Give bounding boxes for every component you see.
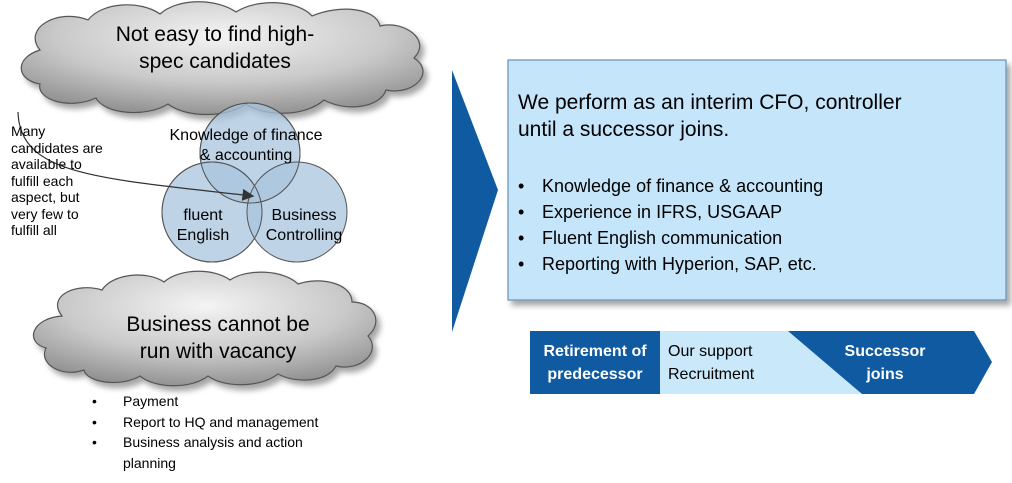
side-note-line: fulfill each (11, 172, 74, 189)
bottom-cloud-line2: run with vacancy (139, 340, 297, 363)
solution-heading-line2: until a successor joins. (518, 118, 730, 141)
vacancy-bullet: Business analysis and action (92, 432, 383, 453)
venn-label-controlling: Business Controlling (252, 206, 356, 246)
venn-label-finance: Knowledge of finance & accounting (150, 126, 342, 166)
venn-label-english: fluent English (158, 206, 248, 246)
solution-bullet-list: Knowledge of finance & accounting Experi… (518, 173, 992, 277)
timeline-successor-label: Successor joins (830, 340, 940, 386)
top-cloud-shape (20, 1, 424, 116)
bottom-cloud-shape (33, 270, 377, 387)
timeline-support-label: Our support Recruitment (668, 340, 808, 386)
bottom-cloud-text: Business cannot be run with vacancy (78, 311, 358, 365)
timeline-retirement-label: Retirement of predecessor (530, 340, 660, 386)
venn-label-finance-line1: Knowledge of finance (169, 127, 323, 144)
timeline-retirement-line1: Retirement of (543, 343, 647, 360)
note-connector-arrow (17, 111, 255, 201)
venn-label-controlling-line1: Business (271, 207, 337, 224)
timeline-step-retirement (530, 331, 660, 394)
bottom-cloud-line1: Business cannot be (126, 313, 310, 336)
vacancy-bullet: Report to HQ and management (92, 412, 383, 433)
timeline-support-line2: Recruitment (668, 366, 755, 383)
venn-diagram (161, 102, 348, 263)
timeline-retirement-line2: predecessor (547, 366, 643, 383)
timeline-support-line1: Our support (668, 343, 753, 360)
vacancy-bullet: Payment (92, 391, 383, 412)
solution-bullet: Knowledge of finance & accounting (518, 173, 992, 199)
solution-heading: We perform as an interim CFO, controller… (518, 89, 998, 143)
venn-label-controlling-line2: Controlling (265, 227, 343, 244)
side-note-line: aspect, but (11, 189, 80, 205)
venn-label-finance-line2: & accounting (199, 147, 293, 164)
top-cloud-line1: Not easy to find high- (115, 23, 315, 46)
solution-heading-line1: We perform as an interim CFO, controller (518, 91, 902, 114)
side-note-line: very few to (11, 205, 79, 222)
side-note-line: candidates are (11, 139, 103, 156)
solution-bullet: Fluent English communication (518, 225, 992, 251)
side-note-line: available to (11, 156, 82, 172)
venn-label-english-line2: English (176, 227, 230, 244)
vacancy-bullet-list: Payment Report to HQ and management Busi… (92, 391, 383, 473)
solution-bullet: Experience in IFRS, USGAAP (518, 199, 992, 225)
timeline-successor-line2: joins (866, 366, 904, 383)
vacancy-bullet-continuation: planning (123, 454, 176, 471)
timeline-successor-line1: Successor (844, 343, 926, 360)
side-note: Many candidates are available to fulfill… (11, 123, 126, 239)
side-note-line: Many (11, 123, 46, 139)
side-note-line: fulfill all (11, 222, 57, 238)
timeline-bar (530, 331, 992, 394)
solution-bullet: Reporting with Hyperion, SAP, etc. (518, 251, 992, 277)
venn-circle-controlling (246, 161, 348, 263)
chevron-arrow-icon (452, 70, 498, 332)
venn-label-english-line1: fluent (183, 207, 223, 224)
top-cloud-line2: spec candidates (139, 50, 291, 73)
top-cloud-text: Not easy to find high- spec candidates (70, 21, 360, 75)
timeline-step-successor (788, 331, 992, 394)
